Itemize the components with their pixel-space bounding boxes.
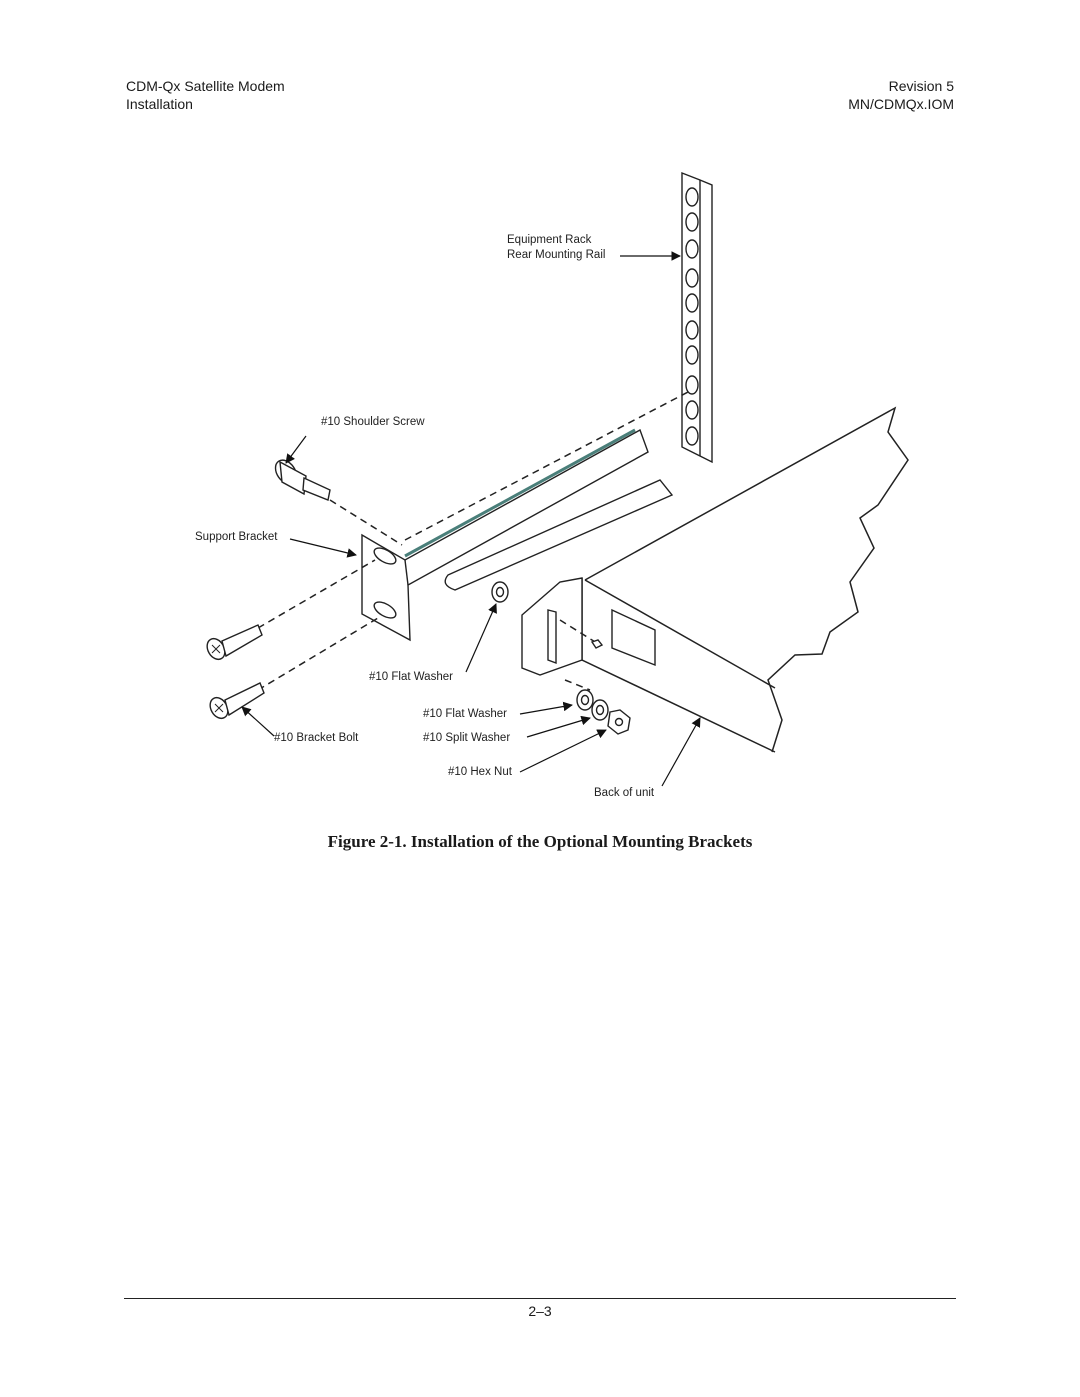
shoulder-screw	[274, 459, 331, 501]
section-name: Installation	[126, 96, 193, 112]
revision-label: Revision 5	[888, 78, 954, 94]
running-header-right: Revision 5 MN/CDMQx.IOM	[848, 77, 954, 113]
leader-arrows	[241, 251, 701, 787]
page-number: 2–3	[528, 1303, 552, 1319]
bracket-bolts	[206, 624, 265, 720]
label-shoulder-screw: #10 Shoulder Screw	[321, 416, 425, 428]
label-back-of-unit: Back of unit	[594, 787, 655, 799]
label-flat-washer: #10 Flat Washer	[423, 708, 507, 720]
document-title: CDM-Qx Satellite Modem	[126, 78, 285, 94]
hardware-washers-nut	[491, 581, 631, 735]
label-bracket-bolt: #10 Bracket Bolt	[274, 732, 359, 744]
running-header-left: CDM-Qx Satellite Modem Installation	[126, 77, 285, 113]
equipment-rack-rail	[681, 171, 713, 464]
document-number: MN/CDMQx.IOM	[848, 96, 954, 112]
label-flat-washer-bracket: #10 Flat Washer	[369, 671, 453, 683]
label-support-bracket: Support Bracket	[195, 531, 278, 543]
label-split-washer: #10 Split Washer	[423, 732, 510, 744]
mounting-bracket-diagram: Equipment Rack Rear Mounting Rail #10 Sh…	[195, 171, 909, 799]
unit-rear-flange	[521, 577, 656, 676]
label-hex-nut: #10 Hex Nut	[448, 766, 513, 778]
support-bracket	[361, 428, 674, 642]
label-rack-line1: Equipment Rack	[507, 234, 592, 246]
figure-caption: Figure 2-1. Installation of the Optional…	[327, 832, 753, 851]
footer-rule	[124, 1298, 956, 1299]
label-rack-line2: Rear Mounting Rail	[507, 249, 605, 261]
